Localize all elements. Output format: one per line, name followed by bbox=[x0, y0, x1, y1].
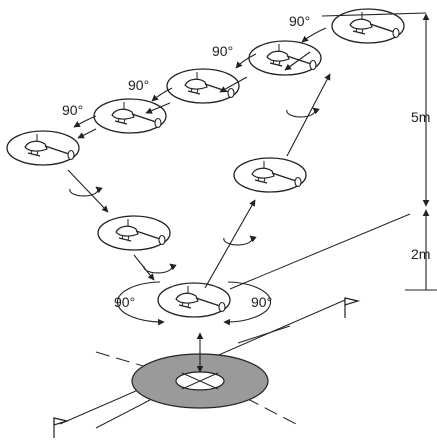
hover-turn-left-label: 90° bbox=[114, 294, 135, 310]
helicopter-icon bbox=[97, 215, 171, 251]
turn-label: 90° bbox=[212, 43, 233, 59]
helicopter-icon bbox=[157, 282, 231, 318]
hover-turn-right-label: 90° bbox=[251, 294, 272, 310]
height-dimension bbox=[321, 12, 437, 291]
flag-icon bbox=[53, 417, 70, 438]
helicopter-icon bbox=[233, 157, 307, 193]
helicopter-icon bbox=[93, 98, 167, 134]
rotation-arrow-icon bbox=[287, 108, 315, 117]
helicopter-icon bbox=[166, 68, 240, 104]
rotation-arrow-icon bbox=[70, 187, 98, 196]
helicopter-icon bbox=[6, 130, 80, 166]
rotation-arrow-icon bbox=[224, 236, 252, 245]
height-upper-label: 5m bbox=[411, 109, 430, 125]
turn-label: 90° bbox=[62, 102, 83, 118]
turn-label: 90° bbox=[289, 13, 310, 29]
height-lower-label: 2m bbox=[411, 246, 430, 262]
turn-label: 90° bbox=[128, 77, 149, 93]
flag-icon bbox=[344, 297, 361, 318]
turn-arrows bbox=[73, 27, 327, 128]
hover-turn-arcs bbox=[117, 281, 271, 326]
landing-pad-icon bbox=[131, 353, 269, 409]
rotation-arrow-icon bbox=[144, 264, 172, 273]
